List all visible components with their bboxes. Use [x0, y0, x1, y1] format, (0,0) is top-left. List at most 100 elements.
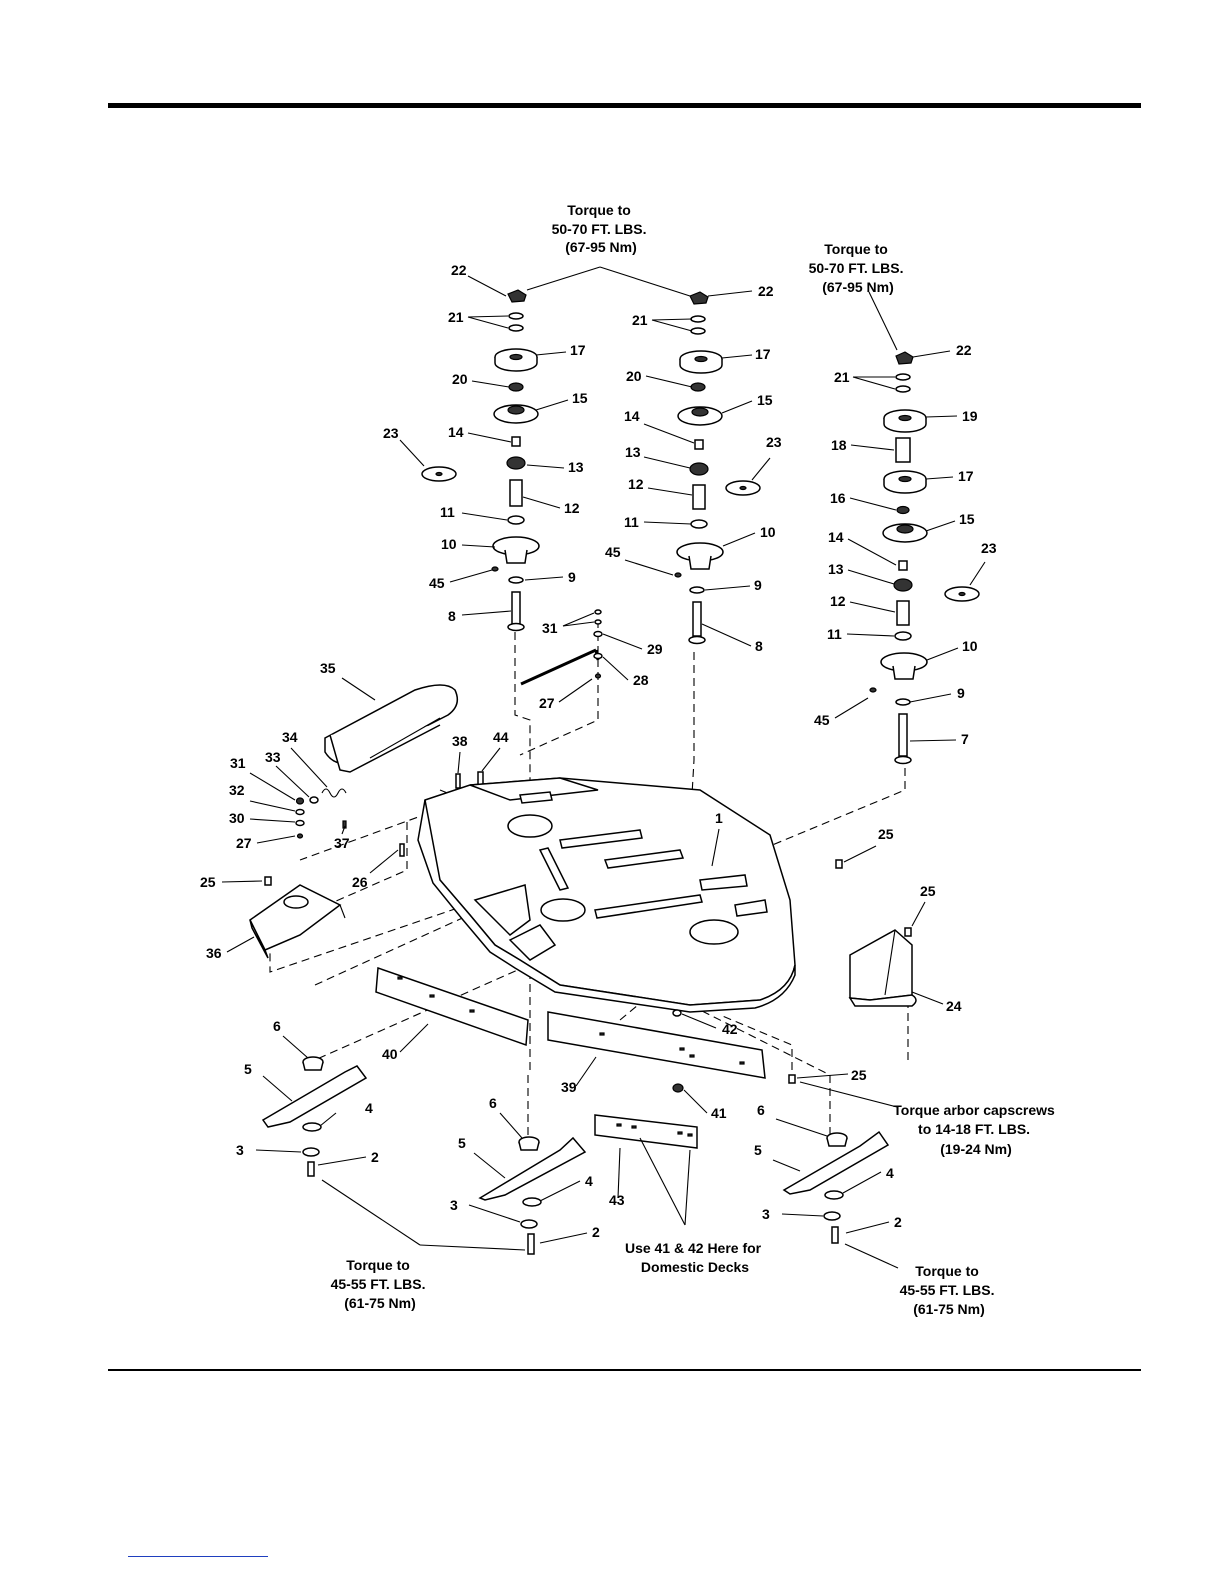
callout-21: 21: [632, 312, 648, 328]
callout-31: 31: [230, 755, 246, 771]
callout-26: 26: [352, 874, 368, 890]
linkage-rod: [520, 609, 603, 686]
bolt-38: [455, 773, 461, 789]
callout-14: 14: [828, 529, 844, 545]
callout-6: 6: [273, 1018, 281, 1034]
blade-assembly-right: [782, 1130, 890, 1244]
note-torque-top-center: Torque to 50-70 FT. LBS. (67-95 Nm): [552, 202, 651, 255]
callout-13: 13: [568, 459, 584, 475]
callout-17: 17: [755, 346, 771, 362]
callout-45: 45: [429, 575, 445, 591]
note-torque-bottom-right: Torque to 45-55 FT. LBS. (61-75 Nm): [900, 1263, 999, 1317]
callout-43: 43: [609, 1192, 625, 1208]
mower-deck-housing: [417, 777, 796, 1013]
callout-13: 13: [625, 444, 641, 460]
callout-7: 7: [961, 731, 969, 747]
callout-14: 14: [448, 424, 464, 440]
callout-32: 32: [229, 782, 245, 798]
spindle-assembly-left: [491, 289, 540, 632]
spindle-assembly-center: [674, 291, 724, 645]
bolt-42: [672, 1009, 682, 1017]
callout-8: 8: [755, 638, 763, 654]
callout-11: 11: [827, 626, 842, 642]
callout-34: 34: [282, 729, 298, 745]
callout-30: 30: [229, 810, 245, 826]
callout-1: 1: [715, 810, 723, 826]
callout-9: 9: [754, 577, 762, 593]
callout-2: 2: [371, 1149, 379, 1165]
callout-33: 33: [265, 749, 281, 765]
callout-5: 5: [754, 1142, 762, 1158]
callout-18: 18: [831, 437, 847, 453]
callout-25: 25: [878, 826, 894, 842]
header-rule: [108, 103, 1141, 108]
note-torque-arbor: Torque arbor capscrews to 14-18 FT. LBS.…: [893, 1102, 1058, 1157]
callout-27: 27: [539, 695, 555, 711]
callout-41: 41: [711, 1105, 727, 1121]
callout-4: 4: [585, 1173, 593, 1189]
callout-25: 25: [200, 874, 216, 890]
callout-12: 12: [628, 476, 644, 492]
footer-rule: [108, 1369, 1141, 1371]
bolt-25-mid: [835, 859, 843, 869]
callout-37: 37: [334, 835, 350, 851]
callout-23: 23: [981, 540, 997, 556]
callout-6: 6: [757, 1102, 765, 1118]
callout-28: 28: [633, 672, 649, 688]
callout-22: 22: [451, 262, 467, 278]
callout-10: 10: [962, 638, 978, 654]
callout-20: 20: [452, 371, 468, 387]
callout-36: 36: [206, 945, 222, 961]
callout-10: 10: [441, 536, 457, 552]
callout-44: 44: [493, 729, 509, 745]
callout-22: 22: [758, 283, 774, 299]
callout-4: 4: [886, 1165, 894, 1181]
callout-12: 12: [564, 500, 580, 516]
callout-25: 25: [851, 1067, 867, 1083]
baffle-40: [375, 966, 529, 1047]
bolt-25-arbor: [788, 1074, 796, 1084]
callout-13: 13: [828, 561, 844, 577]
blade-assembly-left: [261, 1056, 368, 1177]
callout-8: 8: [448, 608, 456, 624]
callout-27: 27: [236, 835, 252, 851]
callout-10: 10: [760, 524, 776, 540]
callout-21: 21: [448, 309, 464, 325]
leader-lines: [221, 266, 986, 1269]
bolt-25-right: [904, 927, 912, 937]
callout-15: 15: [572, 390, 588, 406]
callout-4: 4: [365, 1100, 373, 1116]
callout-20: 20: [626, 368, 642, 384]
footer-link-underline[interactable]: [128, 1556, 268, 1557]
callout-39: 39: [561, 1079, 577, 1095]
callout-5: 5: [244, 1061, 252, 1077]
callout-19: 19: [962, 408, 978, 424]
callout-17: 17: [958, 468, 974, 484]
deflector-36: [249, 884, 346, 959]
deflector-24: [848, 929, 917, 1007]
callout-3: 3: [450, 1197, 458, 1213]
callout-35: 35: [320, 660, 336, 676]
bolt-26: [399, 843, 405, 857]
spindle-assembly-right: [869, 351, 928, 765]
callout-6: 6: [489, 1095, 497, 1111]
callout-23: 23: [383, 425, 399, 441]
callout-31: 31: [542, 620, 558, 636]
callout-11: 11: [440, 504, 455, 520]
note-torque-bottom-left: Torque to 45-55 FT. LBS. (61-75 Nm): [331, 1257, 430, 1311]
callout-45: 45: [605, 544, 621, 560]
callout-21: 21: [834, 369, 850, 385]
callout-45: 45: [814, 712, 830, 728]
callout-9: 9: [957, 685, 965, 701]
callout-40: 40: [382, 1046, 398, 1062]
callout-23: 23: [766, 434, 782, 450]
blade-assembly-center: [478, 1136, 587, 1255]
note-torque-top-right: Torque to 50-70 FT. LBS. (67-95 Nm): [809, 241, 908, 295]
callout-17: 17: [570, 342, 586, 358]
callout-2: 2: [894, 1214, 902, 1230]
callout-12: 12: [830, 593, 846, 609]
callout-2: 2: [592, 1224, 600, 1240]
callout-22: 22: [956, 342, 972, 358]
